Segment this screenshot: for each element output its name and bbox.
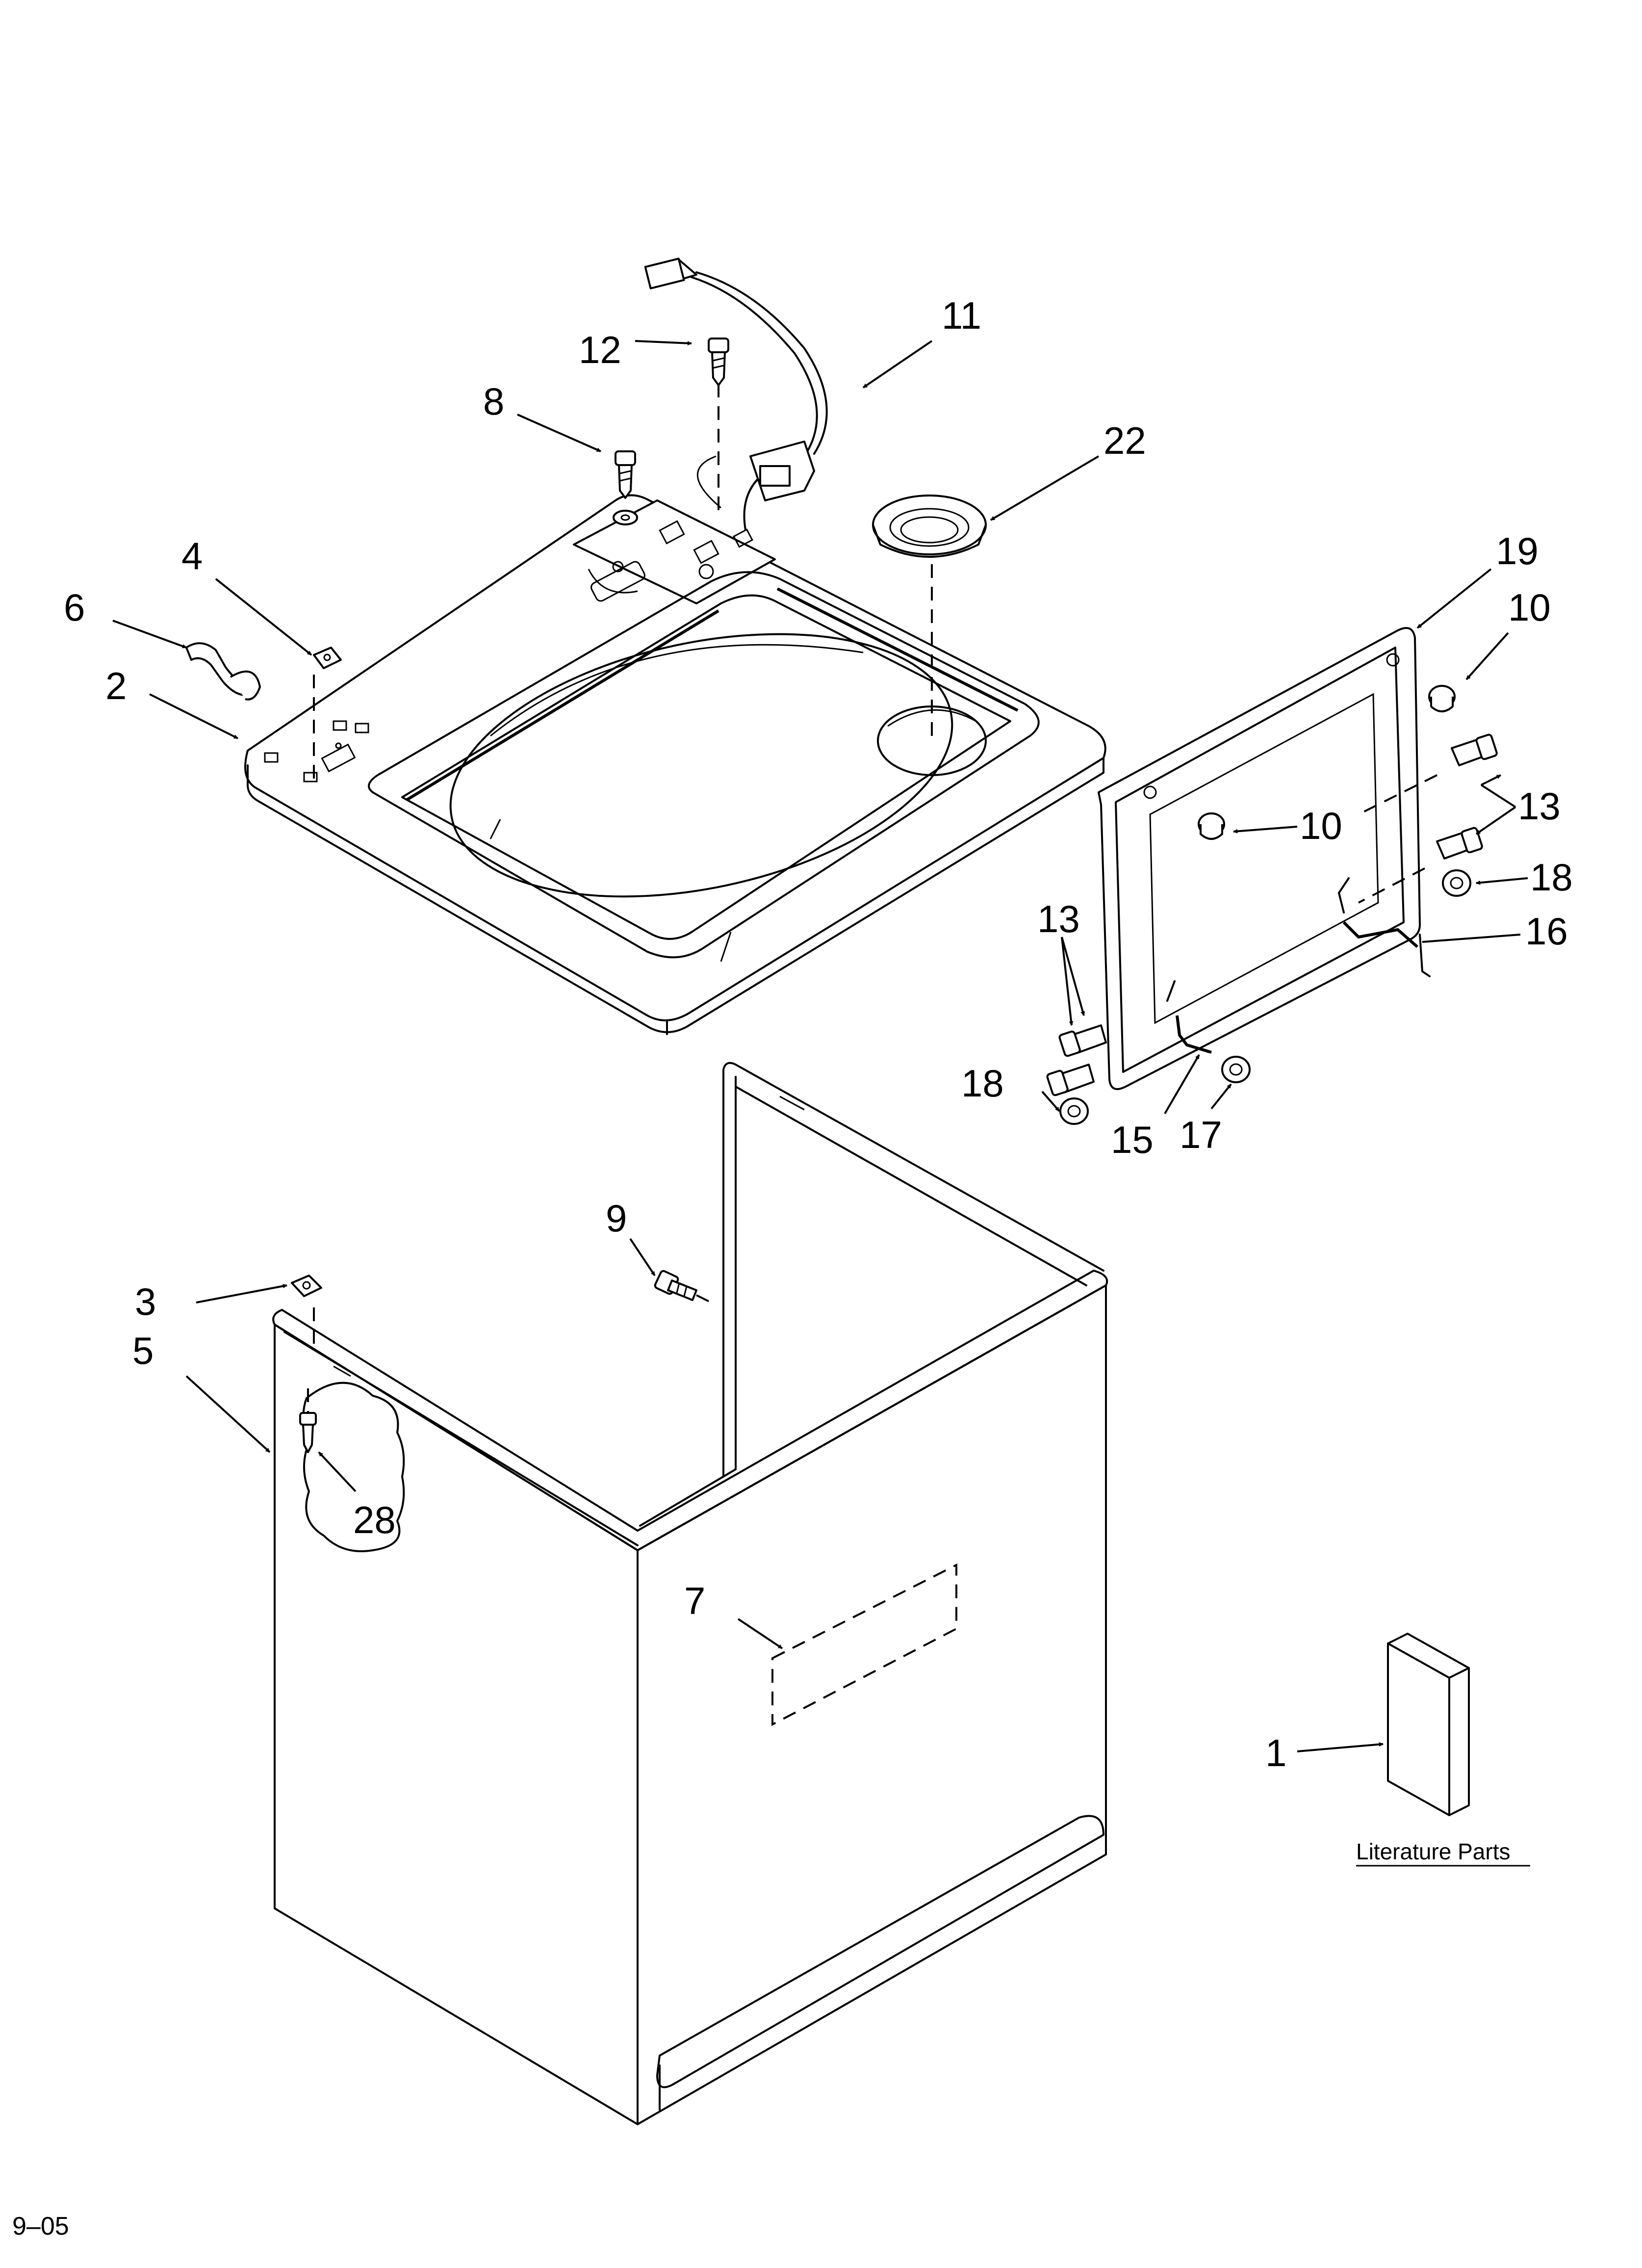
callout-2: 2 (105, 664, 127, 707)
callout-8: 8 (483, 380, 504, 423)
bushing-part-18-left (1059, 1097, 1089, 1125)
callout-13-right: 13 (1518, 784, 1561, 828)
hinge-screws-part-13-left (1046, 1024, 1107, 1096)
callout-numbers: 11 12 8 22 4 6 2 19 10 10 13 18 16 13 18… (64, 294, 1573, 1774)
bumper-part-10-upper (1428, 685, 1456, 712)
callout-17: 17 (1180, 1113, 1222, 1156)
guide-line (1358, 867, 1425, 904)
bushing-part-17 (1221, 1056, 1251, 1083)
callout-10-lower: 10 (1300, 804, 1342, 847)
callout-15: 15 (1111, 1118, 1154, 1161)
guide-line (1358, 774, 1437, 815)
top-panel (244, 494, 1106, 1035)
callout-19: 19 (1496, 529, 1539, 573)
label-area-part-7 (771, 1563, 957, 1726)
lid-part-19 (1098, 627, 1431, 1090)
clip-part-3 (291, 1275, 322, 1297)
callout-10-upper: 10 (1508, 586, 1551, 629)
leader-arrows (112, 340, 1528, 1752)
screw-part-9 (654, 1270, 717, 1306)
literature-parts-label: Literature Parts (1356, 1839, 1510, 1864)
callout-3: 3 (135, 1280, 156, 1323)
callout-9: 9 (606, 1197, 627, 1240)
callout-16: 16 (1525, 910, 1568, 953)
callout-28: 28 (353, 1498, 396, 1541)
screw-part-28 (299, 1388, 317, 1453)
hinge-screws-part-13-right (1436, 733, 1498, 860)
callout-22: 22 (1103, 419, 1146, 462)
bracket-part-6 (185, 642, 261, 701)
callout-4: 4 (181, 534, 203, 577)
literature-part-1 (1387, 1633, 1470, 1816)
callout-12: 12 (579, 328, 621, 371)
bumper-part-10-lower (1198, 812, 1225, 840)
callout-13-left: 13 (1037, 897, 1080, 940)
callout-1: 1 (1265, 1731, 1286, 1774)
cabinet-part-5 (272, 1062, 1108, 2125)
callout-7: 7 (684, 1579, 705, 1622)
screw-part-12 (708, 338, 729, 386)
callout-11: 11 (942, 294, 981, 337)
bleach-dispenser-part-22 (872, 495, 987, 558)
callout-5: 5 (132, 1329, 154, 1372)
screw-part-8 (613, 450, 638, 525)
callout-18-right: 18 (1530, 856, 1573, 899)
clip-part-4 (313, 647, 342, 669)
callout-18-left: 18 (961, 1062, 1004, 1105)
footer-code: 9–05 (12, 2212, 69, 2241)
callout-6: 6 (64, 586, 85, 629)
lid-switch-harness-part-11 (644, 258, 828, 531)
bushing-part-18-right (1442, 869, 1471, 897)
